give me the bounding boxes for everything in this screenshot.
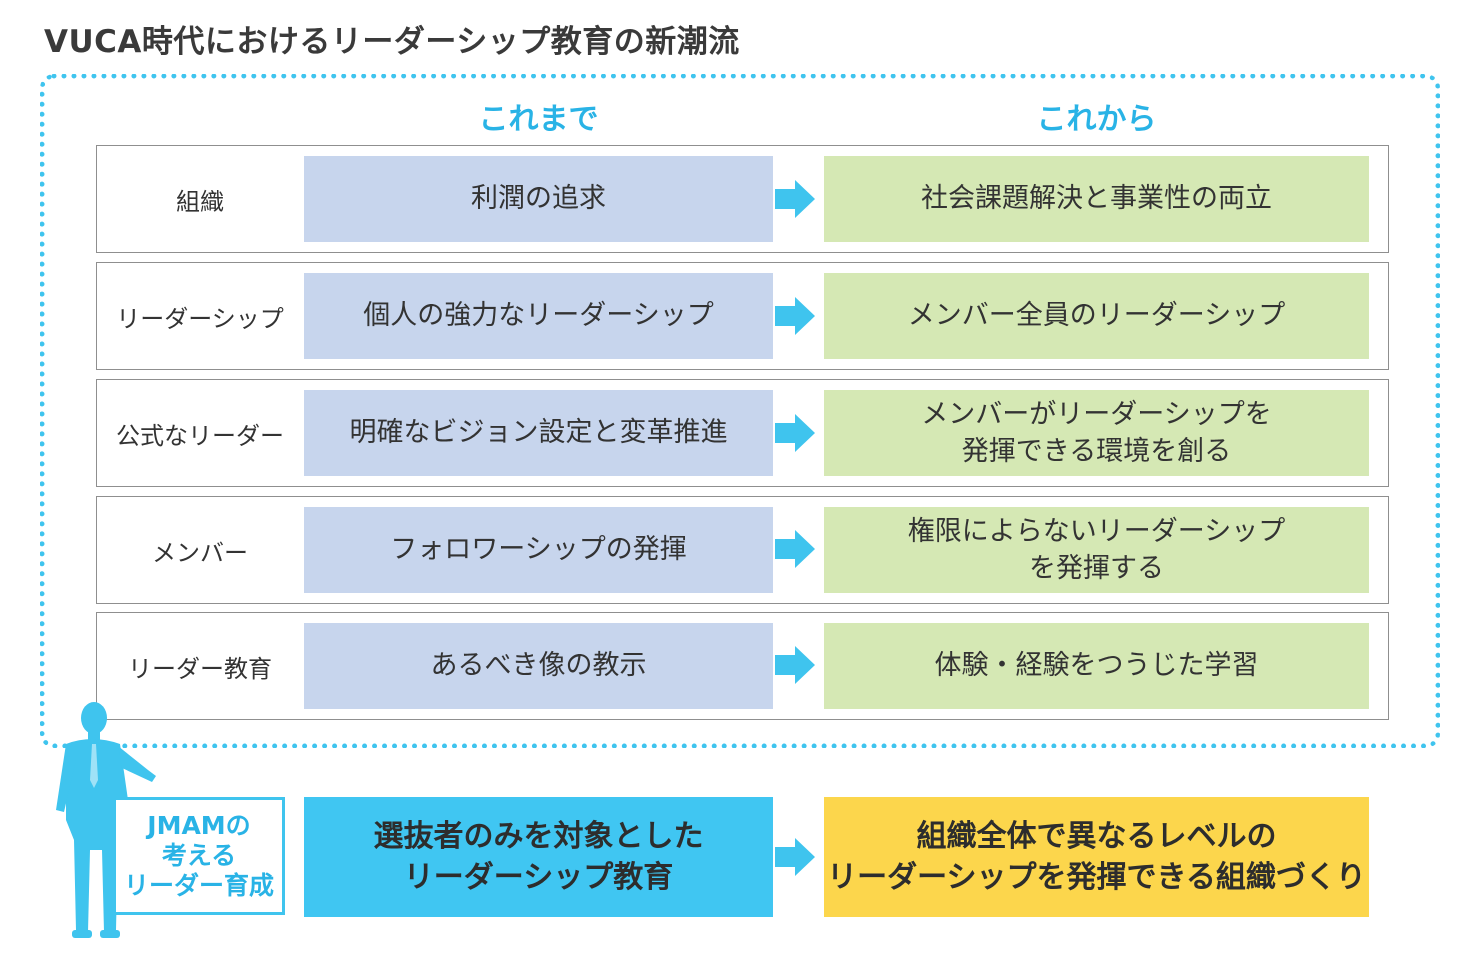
page-title: VUCA時代におけるリーダーシップ教育の新潮流	[44, 24, 740, 60]
arrow-right-icon	[775, 414, 815, 452]
row-leadership: リーダーシップ 個人の強力なリーダーシップ メンバー全員のリーダーシップ	[96, 262, 1389, 370]
row-label: リーダー教育	[128, 654, 272, 683]
after-cell: メンバー全員のリーダーシップ	[824, 273, 1369, 359]
row-label: 組織	[176, 187, 224, 216]
row-member: メンバー フォロワーシップの発揮 権限によらないリーダーシップ を発揮する	[96, 496, 1389, 604]
row-label: 公式なリーダー	[116, 421, 284, 450]
before-cell: 利潤の追求	[304, 156, 773, 242]
bottom-after-cell: 組織全体で異なるレベルの リーダーシップを発揮できる組織づくり	[824, 797, 1369, 917]
bottom-before-cell: 選抜者のみを対象とした リーダーシップ教育	[304, 797, 773, 917]
row-label: リーダーシップ	[116, 304, 284, 333]
before-cell: 個人の強力なリーダーシップ	[304, 273, 773, 359]
after-cell: メンバーがリーダーシップを 発揮できる環境を創る	[824, 390, 1369, 476]
header-before: これまで	[478, 102, 599, 137]
row-formal-leader: 公式なリーダー 明確なビジョン設定と変革推進 メンバーがリーダーシップを 発揮で…	[96, 379, 1389, 487]
header-after: これから	[1036, 102, 1157, 137]
after-cell: 体験・経験をつうじた学習	[824, 623, 1369, 709]
row-leader-education: リーダー教育 あるべき像の教示 体験・経験をつうじた学習	[96, 612, 1389, 720]
jmam-badge: JMAMの 考える リーダー育成	[113, 797, 285, 915]
arrow-right-icon	[775, 530, 815, 568]
before-cell: あるべき像の教示	[304, 623, 773, 709]
arrow-right-icon	[775, 297, 815, 335]
after-cell: 権限によらないリーダーシップ を発揮する	[824, 507, 1369, 593]
arrow-right-icon	[775, 180, 815, 218]
current-era-frame	[40, 74, 1440, 748]
row-organization: 組織 利潤の追求 社会課題解決と事業性の両立	[96, 145, 1389, 253]
arrow-right-icon	[775, 646, 815, 684]
after-cell: 社会課題解決と事業性の両立	[824, 156, 1369, 242]
row-label: メンバー	[152, 538, 248, 567]
arrow-right-icon	[775, 838, 815, 876]
before-cell: 明確なビジョン設定と変革推進	[304, 390, 773, 476]
businessman-silhouette-icon	[56, 702, 156, 938]
before-cell: フォロワーシップの発揮	[304, 507, 773, 593]
